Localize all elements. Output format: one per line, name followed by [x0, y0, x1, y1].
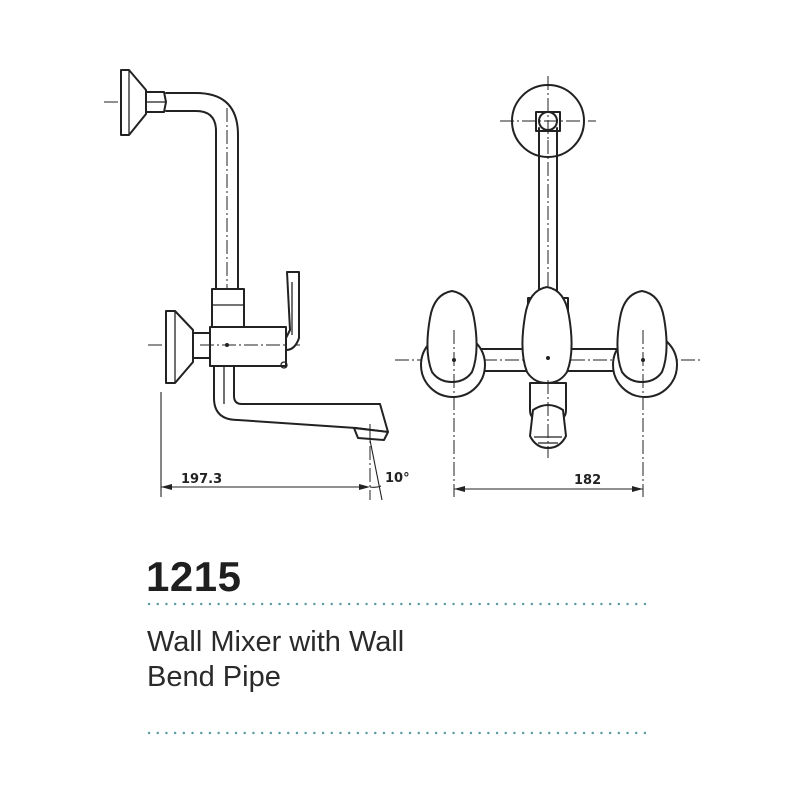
front-view: 182: [395, 76, 702, 497]
left-handle: [420, 290, 486, 497]
dimension-spout-reach: 197.3: [181, 472, 222, 487]
vertical-pipe: [538, 127, 558, 293]
right-handle: [612, 290, 678, 497]
dimension-spout-angle: 10°: [385, 471, 410, 486]
divider-top: [147, 602, 652, 606]
lower-wall-flange: [148, 310, 208, 384]
aerator: [353, 427, 389, 441]
divider-bottom: [147, 731, 652, 735]
mixer-body: [209, 326, 287, 367]
upper-wall-flange: [104, 69, 160, 136]
model-number: 1215: [146, 553, 242, 600]
dimension-inlet-spacing: 182: [574, 473, 601, 488]
center-handle: [521, 286, 573, 384]
description-line-1: Wall Mixer with Wall: [147, 626, 405, 658]
description-line-2: Bend Pipe: [147, 661, 281, 693]
spout: [213, 365, 389, 433]
side-view: 197.3 10°: [104, 69, 410, 501]
bend-pipe: [165, 92, 239, 290]
product-description: Wall Mixer with Wall Bend Pipe: [147, 625, 667, 695]
